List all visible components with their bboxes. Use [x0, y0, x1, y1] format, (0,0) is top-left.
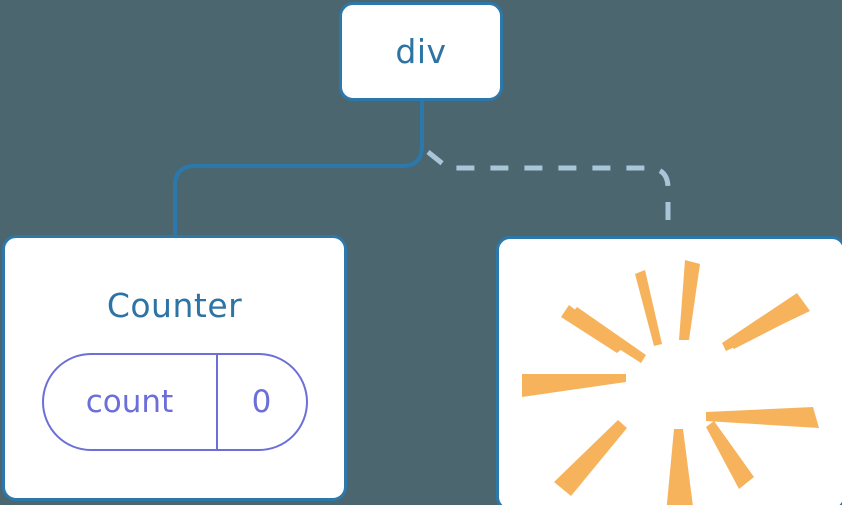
state-key-label: count	[44, 355, 218, 449]
loading-burst-icon	[499, 239, 842, 505]
burst-ray-6	[666, 429, 693, 505]
burst-ray-4	[522, 374, 626, 397]
node-div-title: div	[395, 32, 447, 71]
burst-ray-10	[728, 301, 802, 349]
burst-ray-5	[554, 420, 627, 496]
state-value-label: 0	[251, 384, 272, 420]
node-div[interactable]: div	[339, 2, 503, 101]
loading-burst-svg	[522, 260, 819, 505]
burst-ray-1	[679, 260, 700, 340]
state-pill-count[interactable]: count 0	[41, 353, 308, 451]
node-spinner[interactable]	[496, 236, 842, 505]
edge-div-to-spinner	[426, 150, 671, 237]
burst-ray-2	[635, 270, 662, 346]
node-counter[interactable]: Counter count 0	[2, 235, 347, 501]
burst-rays	[522, 260, 819, 505]
node-counter-title: Counter	[106, 286, 243, 325]
burst-ray-8	[706, 407, 819, 428]
burst-ray-11	[561, 305, 624, 353]
edge-div-to-counter	[173, 99, 424, 238]
burst-ray-7	[706, 421, 754, 489]
